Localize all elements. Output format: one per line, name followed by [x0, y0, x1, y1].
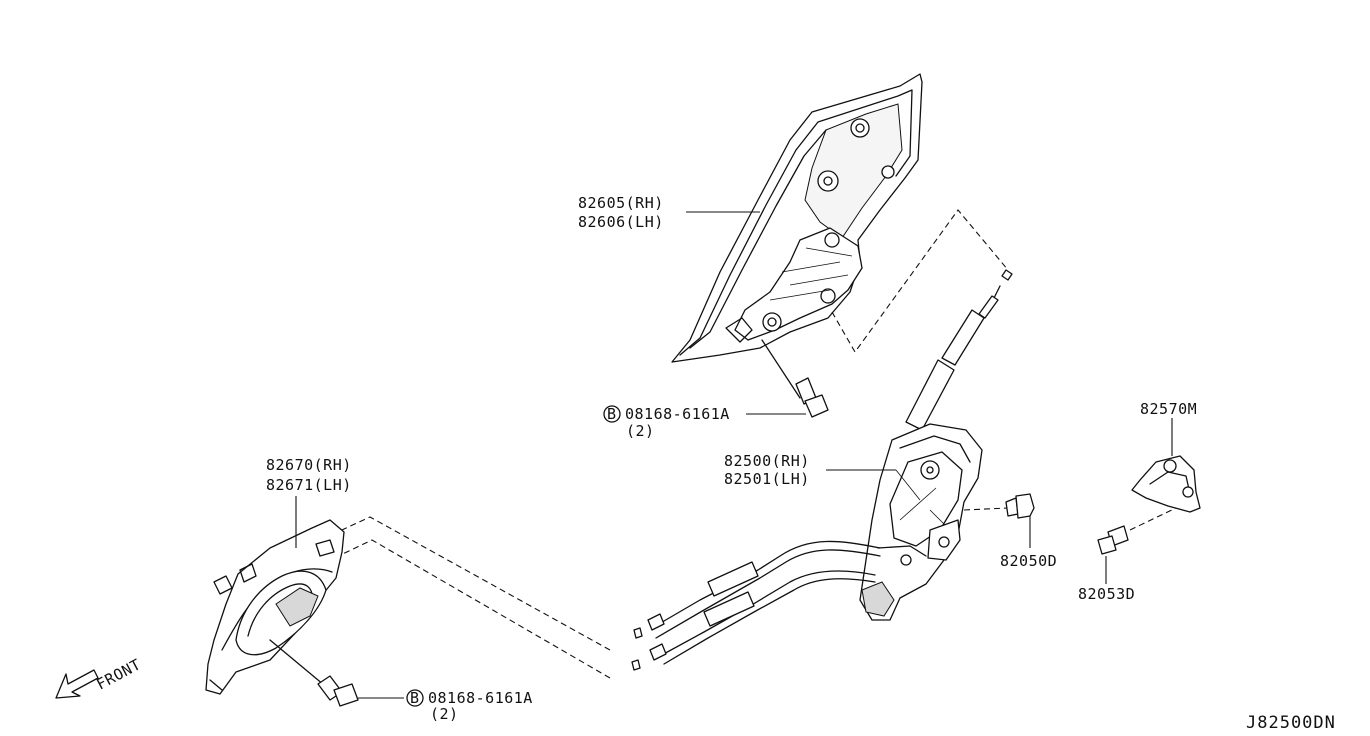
label-door-lock-lh: 82501(LH): [724, 470, 810, 488]
bolt-symbol-circle-lower: [406, 689, 424, 707]
inside-handle-drawing: [205, 519, 345, 695]
label-door-lock-rh: 82500(RH): [724, 452, 810, 470]
label-bolt-upper-number: 08168-6161A: [625, 405, 730, 423]
label-bolt-lower-qty: (2): [430, 705, 459, 723]
label-screw: 82050D: [1000, 552, 1057, 570]
label-window-regulator-lh: 82606(LH): [578, 213, 664, 231]
cable-drawing: [631, 540, 881, 671]
handle-cable-guide-line-upper: [319, 516, 611, 651]
lower-bolt-drawing: [269, 639, 359, 707]
label-inside-handle-lh: 82671(LH): [266, 476, 352, 494]
upper-bolt-drawing: [761, 339, 829, 418]
label-bolt-upper-qty: (2): [626, 422, 655, 440]
handle-cable-guide-line-lower: [329, 539, 611, 679]
striker-drawing: [1097, 455, 1201, 555]
lock-rod-drawing: [905, 269, 1013, 431]
bolt-symbol-lower: B: [410, 689, 420, 707]
regulator-rod-guide-line: [831, 209, 1009, 354]
window-regulator-drawing: [671, 73, 923, 363]
diagram-code: J82500DN: [1246, 713, 1336, 733]
screw-drawing: [963, 493, 1035, 519]
bolt-symbol-circle-upper: [603, 405, 621, 423]
door-lock-drawing: [859, 423, 983, 621]
label-striker: 82570M: [1140, 400, 1197, 418]
label-inside-handle-rh: 82670(RH): [266, 456, 352, 474]
front-label: FRONT: [93, 655, 144, 693]
label-bolt-lower-number: 08168-6161A: [428, 689, 533, 707]
label-window-regulator-rh: 82605(RH): [578, 194, 664, 212]
front-direction-arrow: [55, 669, 99, 699]
label-striker-screw: 82053D: [1078, 585, 1135, 603]
bolt-symbol-upper: B: [607, 405, 617, 423]
